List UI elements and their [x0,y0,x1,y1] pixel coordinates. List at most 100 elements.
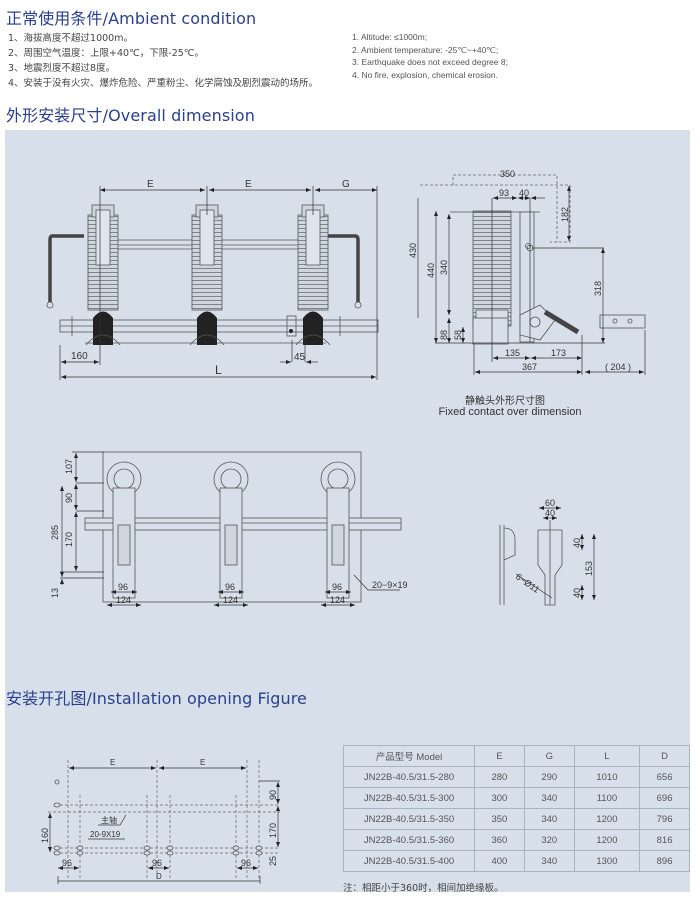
dim-45: 45 [294,352,306,363]
condition-en-item: 3. Earthquake does not exceed degree 8; [352,57,508,68]
pole-2 [189,204,225,346]
dim-60: 60 [545,498,555,508]
table-row: JN22B-40.5/31.5-280 280 290 1010 656 [343,766,690,788]
dim-96: 96 [332,582,342,592]
installation-title: 安装开孔图/Installation opening Figure [6,689,308,708]
dim-e1: E [147,179,154,190]
dim-318: 318 [593,281,603,296]
top-pole-3 [320,461,356,599]
top-view-dimensions [60,451,400,607]
cell-e: 360 [474,829,525,851]
dim-96: 96 [225,582,235,592]
header-e: E [474,745,525,767]
cell-g: 340 [523,787,575,809]
dim-e1: E [110,758,115,767]
cell-e: 300 [474,787,525,809]
cell-d: 656 [639,766,690,788]
table-row: JN22B-40.5/31.5-400 400 340 1300 896 [343,850,690,872]
cell-g: 340 [523,850,575,872]
dim-90: 90 [268,790,278,800]
dim-e2: E [200,758,205,767]
dim-173: 173 [551,348,566,358]
table-header-row: 产品型号 Model E G L D [343,745,690,767]
cell-model: JN22B-40.5/31.5-350 [343,808,475,830]
cell-l: 1200 [573,829,641,851]
dim-g: G [342,179,350,190]
installation-holes [53,779,263,856]
dim-40: 40 [572,588,582,598]
dim-107: 107 [64,459,74,474]
cell-l: 1010 [573,766,641,788]
dim-124: 124 [116,595,131,605]
fixed-contact-caption-cn: 静触头外形尺寸图 [465,396,545,407]
dim-96: 96 [118,582,128,592]
top-pole-2 [213,461,249,599]
cell-d: 696 [639,787,690,809]
dim-135: 135 [505,348,520,358]
dim-88: 88 [439,330,449,340]
condition-en-item: 2. Ambient temperature: -25℃~+40℃; [352,44,499,55]
fixed-contact-dimensions [417,186,646,375]
dim-d: D [156,872,162,881]
cell-d: 816 [639,829,690,851]
bracket-holes-label: 6−Ø11 [514,571,542,594]
bracket-drawing [499,520,563,606]
dim-204: ( 204 ) [605,362,631,372]
cell-e: 350 [474,808,525,830]
condition-en-item: 1. Altitude: ≤1000m; [352,32,428,42]
front-view-dimensions [59,186,378,380]
dim-340: 340 [439,260,449,275]
dim-90: 90 [64,493,74,503]
ambient-condition-title: 正常使用条件/Ambient condition [6,9,257,28]
dim-285: 285 [50,525,60,540]
dim-440: 440 [426,263,436,278]
header-g: G [523,745,575,767]
dim-160: 160 [71,351,88,362]
table-note: 注：相距小于360时，相间加绝缘板。 [343,883,504,894]
header-model: 产品型号 Model [343,745,475,767]
cell-d: 896 [639,850,690,872]
cell-l: 1200 [573,808,641,830]
dim-367: 367 [522,362,537,372]
dim-13: 13 [50,588,60,598]
dim-e2: E [245,179,252,190]
dim-430: 430 [408,243,418,258]
table-row: JN22B-40.5/31.5-360 360 320 1200 816 [343,829,690,851]
dim-58: 58 [453,330,463,340]
install-holes-label: 20-9X19 [90,830,121,839]
cell-l: 1300 [573,850,641,872]
ambient-conditions-en: 1. Altitude: ≤1000m; 2. Ambient temperat… [352,31,508,82]
cell-model: JN22B-40.5/31.5-360 [343,829,475,851]
cell-d: 796 [639,808,690,830]
condition-cn-item: 2、周围空气温度：上限+40℃，下限-25℃。 [8,48,204,59]
pole-1 [85,204,121,346]
dim-350: 350 [500,169,515,179]
dim-40: 40 [572,538,582,548]
dim-124: 124 [330,595,345,605]
dim-25: 25 [268,856,278,866]
dim-182: 182 [560,207,570,222]
condition-cn-item: 4、安装于没有火灾、爆炸危险、严重粉尘、化学腐蚀及剧烈震动的场所。 [8,78,319,89]
table-row: JN22B-40.5/31.5-350 350 340 1200 796 [343,808,690,830]
dim-170: 170 [64,532,74,547]
cell-l: 1100 [573,787,641,809]
cell-e: 280 [474,766,525,788]
cell-e: 400 [474,850,525,872]
installation-dimensions [48,766,280,884]
cell-g: 320 [523,829,575,851]
spec-table: 产品型号 Model E G L D JN22B-40.5/31.5-280 2… [343,745,690,872]
table-row: JN22B-40.5/31.5-300 300 340 1100 696 [343,787,690,809]
dim-96: 96 [62,858,72,868]
cell-model: JN22B-40.5/31.5-280 [343,766,475,788]
holes-label: 20−9×19 [372,580,408,590]
top-view-drawing [84,451,402,603]
dim-124: 124 [223,595,238,605]
top-pole-1 [106,461,142,599]
dim-170: 170 [268,823,278,838]
pole-3 [286,204,331,346]
cell-g: 290 [523,766,575,788]
dim-153: 153 [584,561,594,576]
dim-l: L [215,363,222,377]
dim-96: 96 [241,858,251,868]
